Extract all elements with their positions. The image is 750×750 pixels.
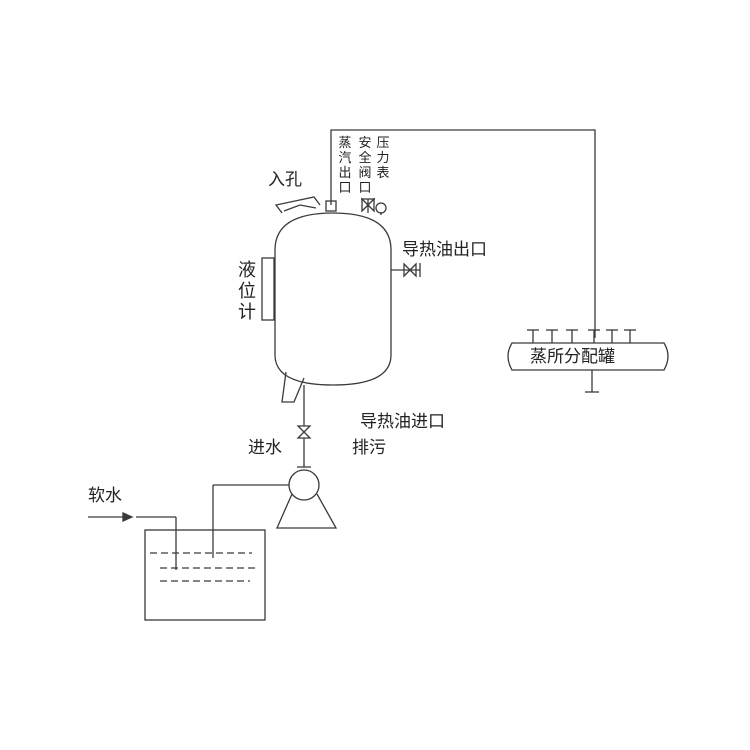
label-distributor: 蒸所分配罐 (530, 347, 615, 367)
label-level-gauge: 液位计 (238, 260, 256, 323)
manhole (274, 196, 321, 214)
oil-outlet-valve (391, 262, 421, 278)
vessel-body (274, 212, 392, 386)
level-gauge (261, 257, 275, 321)
soft-water-line (88, 511, 177, 570)
water-level-lines (150, 552, 258, 582)
safety-valve (361, 197, 375, 213)
distributor-nozzles (527, 329, 636, 393)
label-soft-water: 软水 (88, 486, 122, 506)
pressure-gauge (375, 202, 387, 215)
label-pressure-gauge: 压力表 (376, 136, 390, 181)
water-tank (144, 529, 266, 621)
label-oil-outlet: 导热油出口 (402, 240, 487, 260)
label-manhole: 入孔 (268, 170, 302, 190)
label-drain: 排污 (352, 438, 386, 458)
steam-outlet-nozzle (325, 200, 337, 212)
distributor-tank (507, 342, 669, 371)
label-oil-inlet: 导热油进口 (360, 412, 445, 432)
label-water-in: 进水 (248, 438, 282, 458)
vessel-skirt (281, 371, 305, 403)
label-steam-outlet: 蒸汽出口 (338, 136, 352, 196)
inlet-pipe (296, 385, 312, 468)
pump (212, 469, 338, 558)
steam-pipe (330, 129, 596, 338)
label-safety-valve: 安全阀口 (358, 136, 372, 196)
